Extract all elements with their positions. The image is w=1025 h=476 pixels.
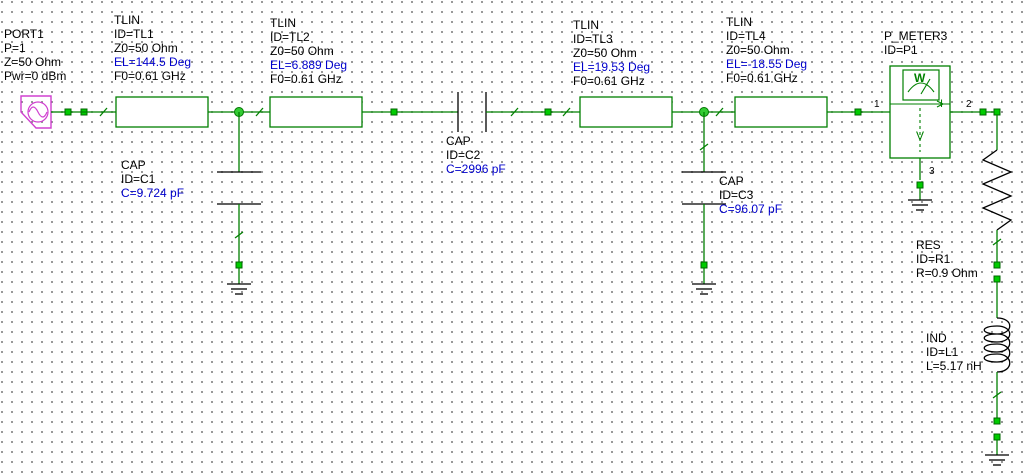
tl3-param-1: ID=TL3 (573, 32, 613, 46)
l1-param-2: L=5.17 nH (926, 359, 982, 373)
ground-icon (692, 268, 716, 295)
tl4-param-0: TLIN (726, 15, 753, 29)
r1-node-top[interactable] (993, 108, 1001, 116)
tl1-symbol[interactable] (71, 96, 270, 128)
l1-param-1: ID=L1 (926, 345, 959, 359)
p-meter3-pin-3: 3 (929, 166, 935, 177)
p-meter3-pin-1: 1 (874, 99, 880, 110)
tl2-symbol[interactable] (269, 96, 458, 128)
l1-param-0: IND (926, 331, 947, 345)
r1-param-0: RES (916, 238, 941, 252)
tl2-param-1: ID=TL2 (270, 30, 310, 44)
c1-param-0: CAP (121, 158, 146, 172)
p-meter3-node-2[interactable] (979, 108, 987, 116)
port1-param-2: Z=50 Ohm (4, 55, 62, 69)
tl2-node-out[interactable] (390, 108, 398, 116)
tl2-param-0: TLIN (270, 16, 297, 30)
tl4-param-3: EL=-18.55 Deg (726, 57, 808, 71)
c1-param-1: ID=C1 (121, 172, 156, 186)
ground-icon (227, 268, 251, 295)
port1-param-1: P=1 (4, 41, 26, 55)
port1-symbol[interactable] (20, 95, 88, 129)
tl4-param-4: F0=0.61 GHz (726, 71, 798, 85)
p-meter3-param-0: P_METER3 (884, 29, 948, 43)
r1-param-1: ID=R1 (916, 252, 951, 266)
ac-source-icon (27, 101, 49, 123)
r1-param-2: R=0.9 Ohm (916, 266, 978, 280)
tl4-symbol[interactable] (715, 96, 890, 128)
p-meter3-node-3[interactable] (916, 181, 924, 189)
port1-param-0: PORT1 (4, 27, 44, 41)
c1-symbol[interactable] (217, 112, 261, 295)
r1-node-bottom[interactable] (993, 261, 1001, 269)
tl1-param-1: ID=TL1 (114, 27, 154, 41)
tl2-param-3: EL=6.889 Deg (270, 58, 348, 72)
tl2-param-2: Z0=50 Ohm (270, 44, 334, 58)
tl3-param-4: F0=0.61 GHz (573, 74, 645, 88)
port1-param-3: Pwr=0 dBm (4, 69, 67, 83)
r1-symbol[interactable] (981, 108, 1013, 269)
tl4-param-1: ID=TL4 (726, 29, 766, 43)
meter-v-letter: V (916, 129, 925, 143)
c3-param-0: CAP (719, 174, 744, 188)
tl3-param-0: TLIN (573, 18, 600, 32)
l1-node-bottom[interactable] (993, 417, 1001, 425)
c2-param-2: C=2996 pF (446, 162, 506, 176)
tl1-param-2: Z0=50 Ohm (114, 41, 178, 55)
p-meter3-symbol[interactable] (889, 65, 998, 211)
tl2-param-4: F0=0.61 GHz (270, 72, 342, 86)
ground-icon (908, 188, 932, 211)
c2-param-0: CAP (446, 134, 471, 148)
c2-symbol[interactable] (457, 92, 580, 132)
p-meter3-pin-2: 2 (966, 99, 972, 110)
c3-symbol[interactable] (682, 112, 726, 295)
l1-node-top[interactable] (993, 275, 1001, 283)
c1-node[interactable] (235, 261, 243, 269)
p-meter3-param-1: ID=P1 (884, 43, 918, 57)
meter-i-letter: I (940, 98, 944, 110)
ground-icon (985, 440, 1009, 466)
tl3-param-2: Z0=50 Ohm (573, 46, 637, 60)
tl3-symbol[interactable] (562, 96, 735, 128)
l1-symbol[interactable] (983, 275, 1011, 466)
c3-param-2: C=96.07 pF (719, 202, 783, 216)
c1-param-2: C=9.724 pF (121, 186, 185, 200)
c2-param-1: ID=C2 (446, 148, 481, 162)
tl4-node-out[interactable] (854, 108, 862, 116)
gnd-node[interactable] (993, 433, 1001, 441)
c3-node[interactable] (700, 261, 708, 269)
c3-param-1: ID=C3 (719, 188, 754, 202)
c2-node-out[interactable] (544, 108, 552, 116)
tl4-param-2: Z0=50 Ohm (726, 43, 790, 57)
tl1-param-3: EL=144.5 Deg (114, 55, 192, 69)
tl1-param-0: TLIN (114, 13, 141, 27)
meter-w-letter: W (914, 71, 926, 85)
port1-node[interactable] (64, 108, 72, 116)
tl3-param-3: EL=19.53 Deg (573, 60, 651, 74)
tl1-param-4: F0=0.61 GHz (114, 69, 186, 83)
